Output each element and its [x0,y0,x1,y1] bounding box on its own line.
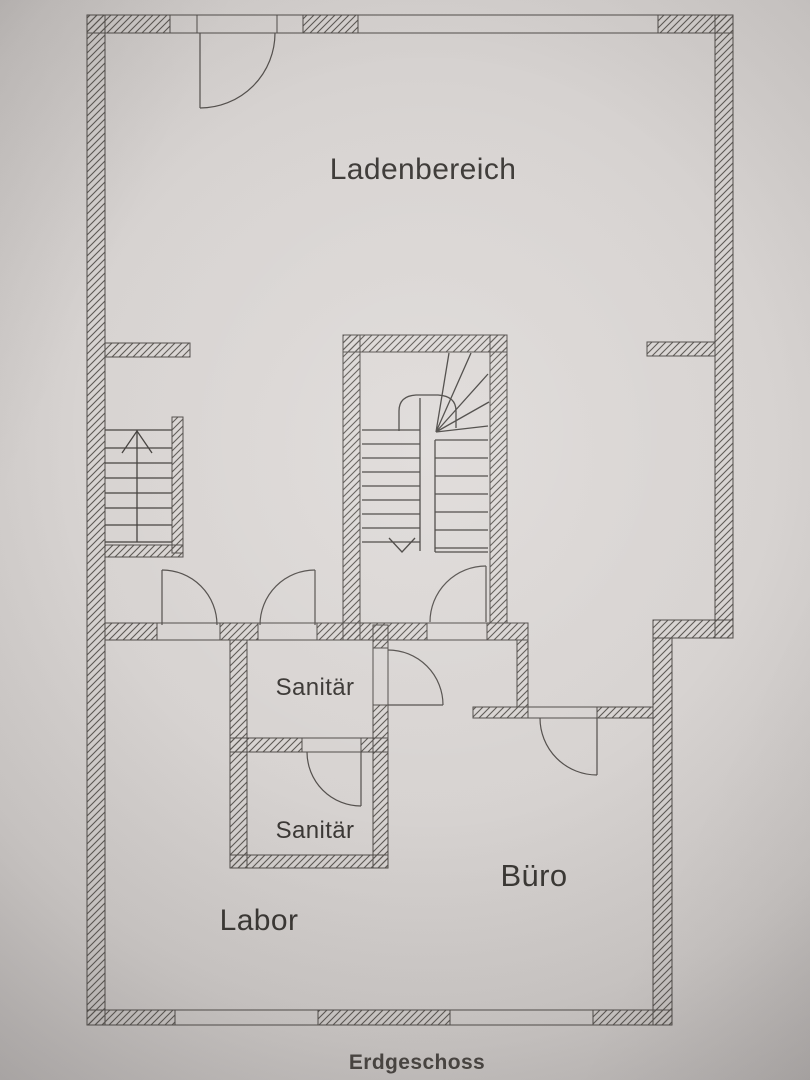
shop-window-front [357,14,659,34]
room-label-buero: Büro [500,858,568,893]
sanitaer2-door-opening [301,737,362,753]
top-wall-segment [302,14,359,34]
buero-north-wall [472,706,529,719]
doors [161,32,598,807]
sanitaer-divider-wall [360,737,389,753]
main-staircase [362,352,490,553]
vestibule-side-wall [516,639,529,708]
sanitaer-divider-wall [229,737,303,753]
buero-door [539,717,598,776]
top-window [169,14,198,34]
stairwell-top-wall [342,334,508,353]
sanitaer-left-wall [229,639,248,869]
basement-stair-walls [104,416,184,558]
buero-north-wall [596,706,654,719]
stairwell-walls [342,334,529,708]
floor-caption: Erdgeschoss [348,1051,486,1074]
stairwell-left-wall [342,334,361,641]
interior-wall-stubs [104,341,716,358]
sanitaer1-east-door [387,649,444,706]
corridor-wall-segment [219,622,259,641]
sanitaer-right-wall [372,704,389,869]
winder-treads [435,352,490,433]
sanitaer-right-wall [372,624,389,649]
basement-stairs [105,429,172,543]
bottom-wall-segment [86,1009,176,1026]
left-outer-wall [86,14,106,1026]
stairwell-corner-block [486,622,529,641]
entrance-door [199,32,276,109]
entrance-opening [196,14,278,34]
buero-door-opening [527,706,598,719]
buero-walls [472,706,654,719]
right-stub-wall [646,341,716,357]
labor-door-opening [156,622,221,641]
step-wall [652,619,734,639]
stairwell-door [429,565,487,623]
right-outer-wall-upper [714,14,734,639]
corridor-wall [104,622,344,641]
corridor-wall-segment [104,622,158,641]
left-stub-wall [104,342,191,358]
labor-window [174,1009,319,1026]
room-label-sanitaer-1: Sanitär [275,674,355,701]
outer-walls [86,14,734,1026]
sanitaer-door-opening [257,622,318,641]
room-label-ladenbereich: Ladenbereich [329,153,517,186]
stair-direction-arrow [388,537,416,553]
stair-direction-arrow [121,429,153,454]
stairwell-right-wall [489,334,508,624]
room-label-labor: Labor [219,904,299,937]
sanitaer-east-door-opening [372,647,389,706]
sanitaer1-north-door [259,569,316,626]
stairwell-door-opening [426,622,488,641]
bottom-wall-segment [317,1009,451,1026]
basement-stair-side-wall [171,416,184,554]
bottom-wall-segment [592,1009,673,1026]
buero-window [449,1009,594,1026]
basement-stair-bottom-wall [104,544,184,558]
corridor-wall-segment [316,622,344,641]
room-label-sanitaer-2: Sanitär [275,817,355,844]
top-window [276,14,304,34]
labor-door [161,569,218,626]
sanitaer-walls [229,624,389,869]
sanitaer-bottom-wall [229,854,389,869]
right-outer-wall-lower [652,637,673,1026]
sanitaer2-door [306,751,362,807]
